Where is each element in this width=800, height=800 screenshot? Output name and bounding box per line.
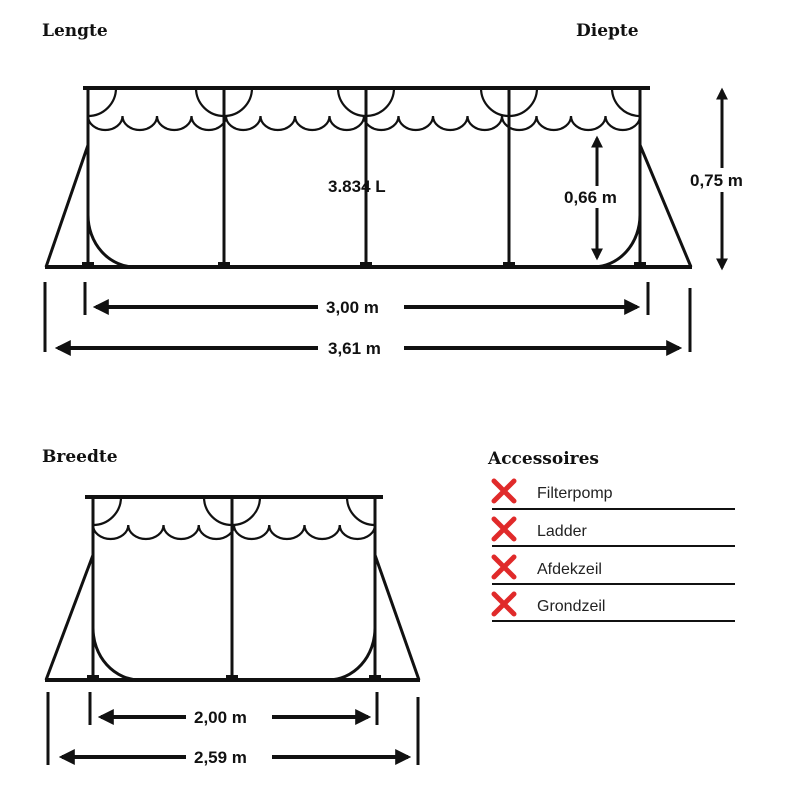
accessory-label: Grondzeil bbox=[537, 598, 605, 615]
pool-length-view bbox=[44, 86, 693, 269]
accessories-heading: Accessoires bbox=[487, 449, 599, 469]
depth-heading: Diepte bbox=[576, 21, 639, 41]
outer-width-label: 2,59 m bbox=[194, 748, 247, 767]
inner-width-label: 2,00 m bbox=[194, 708, 247, 727]
accessory-item: Ladder bbox=[491, 516, 735, 547]
cross-icon bbox=[491, 554, 517, 580]
length-heading: Lengte bbox=[42, 21, 108, 41]
accessory-label: Ladder bbox=[537, 523, 587, 540]
inner-length-label: 3,00 m bbox=[326, 298, 379, 317]
volume-label: 3.834 L bbox=[328, 177, 386, 196]
accessory-item: Afdekzeil bbox=[491, 554, 735, 585]
pool-width-view bbox=[44, 495, 421, 682]
cross-icon bbox=[491, 516, 517, 542]
accessories-list: Filterpomp Ladder Afdekzeil Grondzeil bbox=[491, 478, 735, 622]
outer-length-label: 3,61 m bbox=[328, 339, 381, 358]
accessory-item: Grondzeil bbox=[491, 591, 735, 622]
accessory-item: Filterpomp bbox=[491, 478, 735, 510]
cross-icon bbox=[491, 478, 517, 504]
water-depth-label: 0,66 m bbox=[564, 188, 617, 207]
accessory-label: Afdekzeil bbox=[537, 561, 602, 578]
accessory-label: Filterpomp bbox=[537, 485, 613, 502]
cross-icon bbox=[491, 591, 517, 617]
total-depth-label: 0,75 m bbox=[690, 171, 743, 190]
width-heading: Breedte bbox=[42, 447, 118, 467]
